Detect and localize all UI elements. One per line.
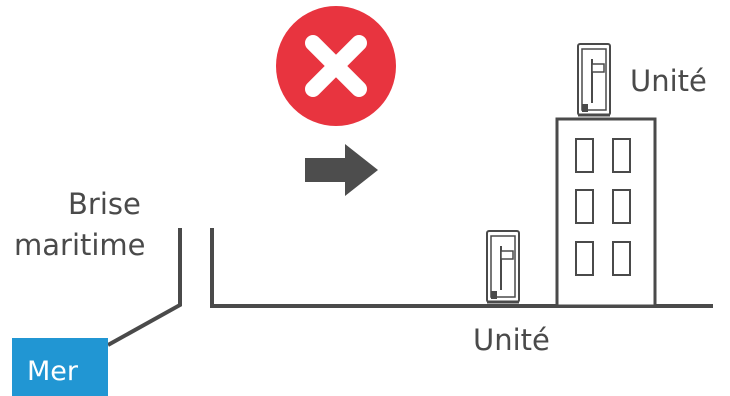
arrow-right-icon xyxy=(305,144,378,196)
rooftop-unit-label: Unité xyxy=(630,66,707,98)
building xyxy=(557,119,655,306)
sea-breeze-label-line1: Brise xyxy=(68,189,141,221)
forbidden-icon xyxy=(276,6,396,126)
sea-label: Mer xyxy=(27,357,78,387)
sea-breeze-label-line2: maritime xyxy=(14,230,146,262)
ground-unit-label: Unité xyxy=(473,325,550,357)
ground-unit-icon xyxy=(487,231,519,302)
rooftop-unit-icon xyxy=(578,44,610,115)
